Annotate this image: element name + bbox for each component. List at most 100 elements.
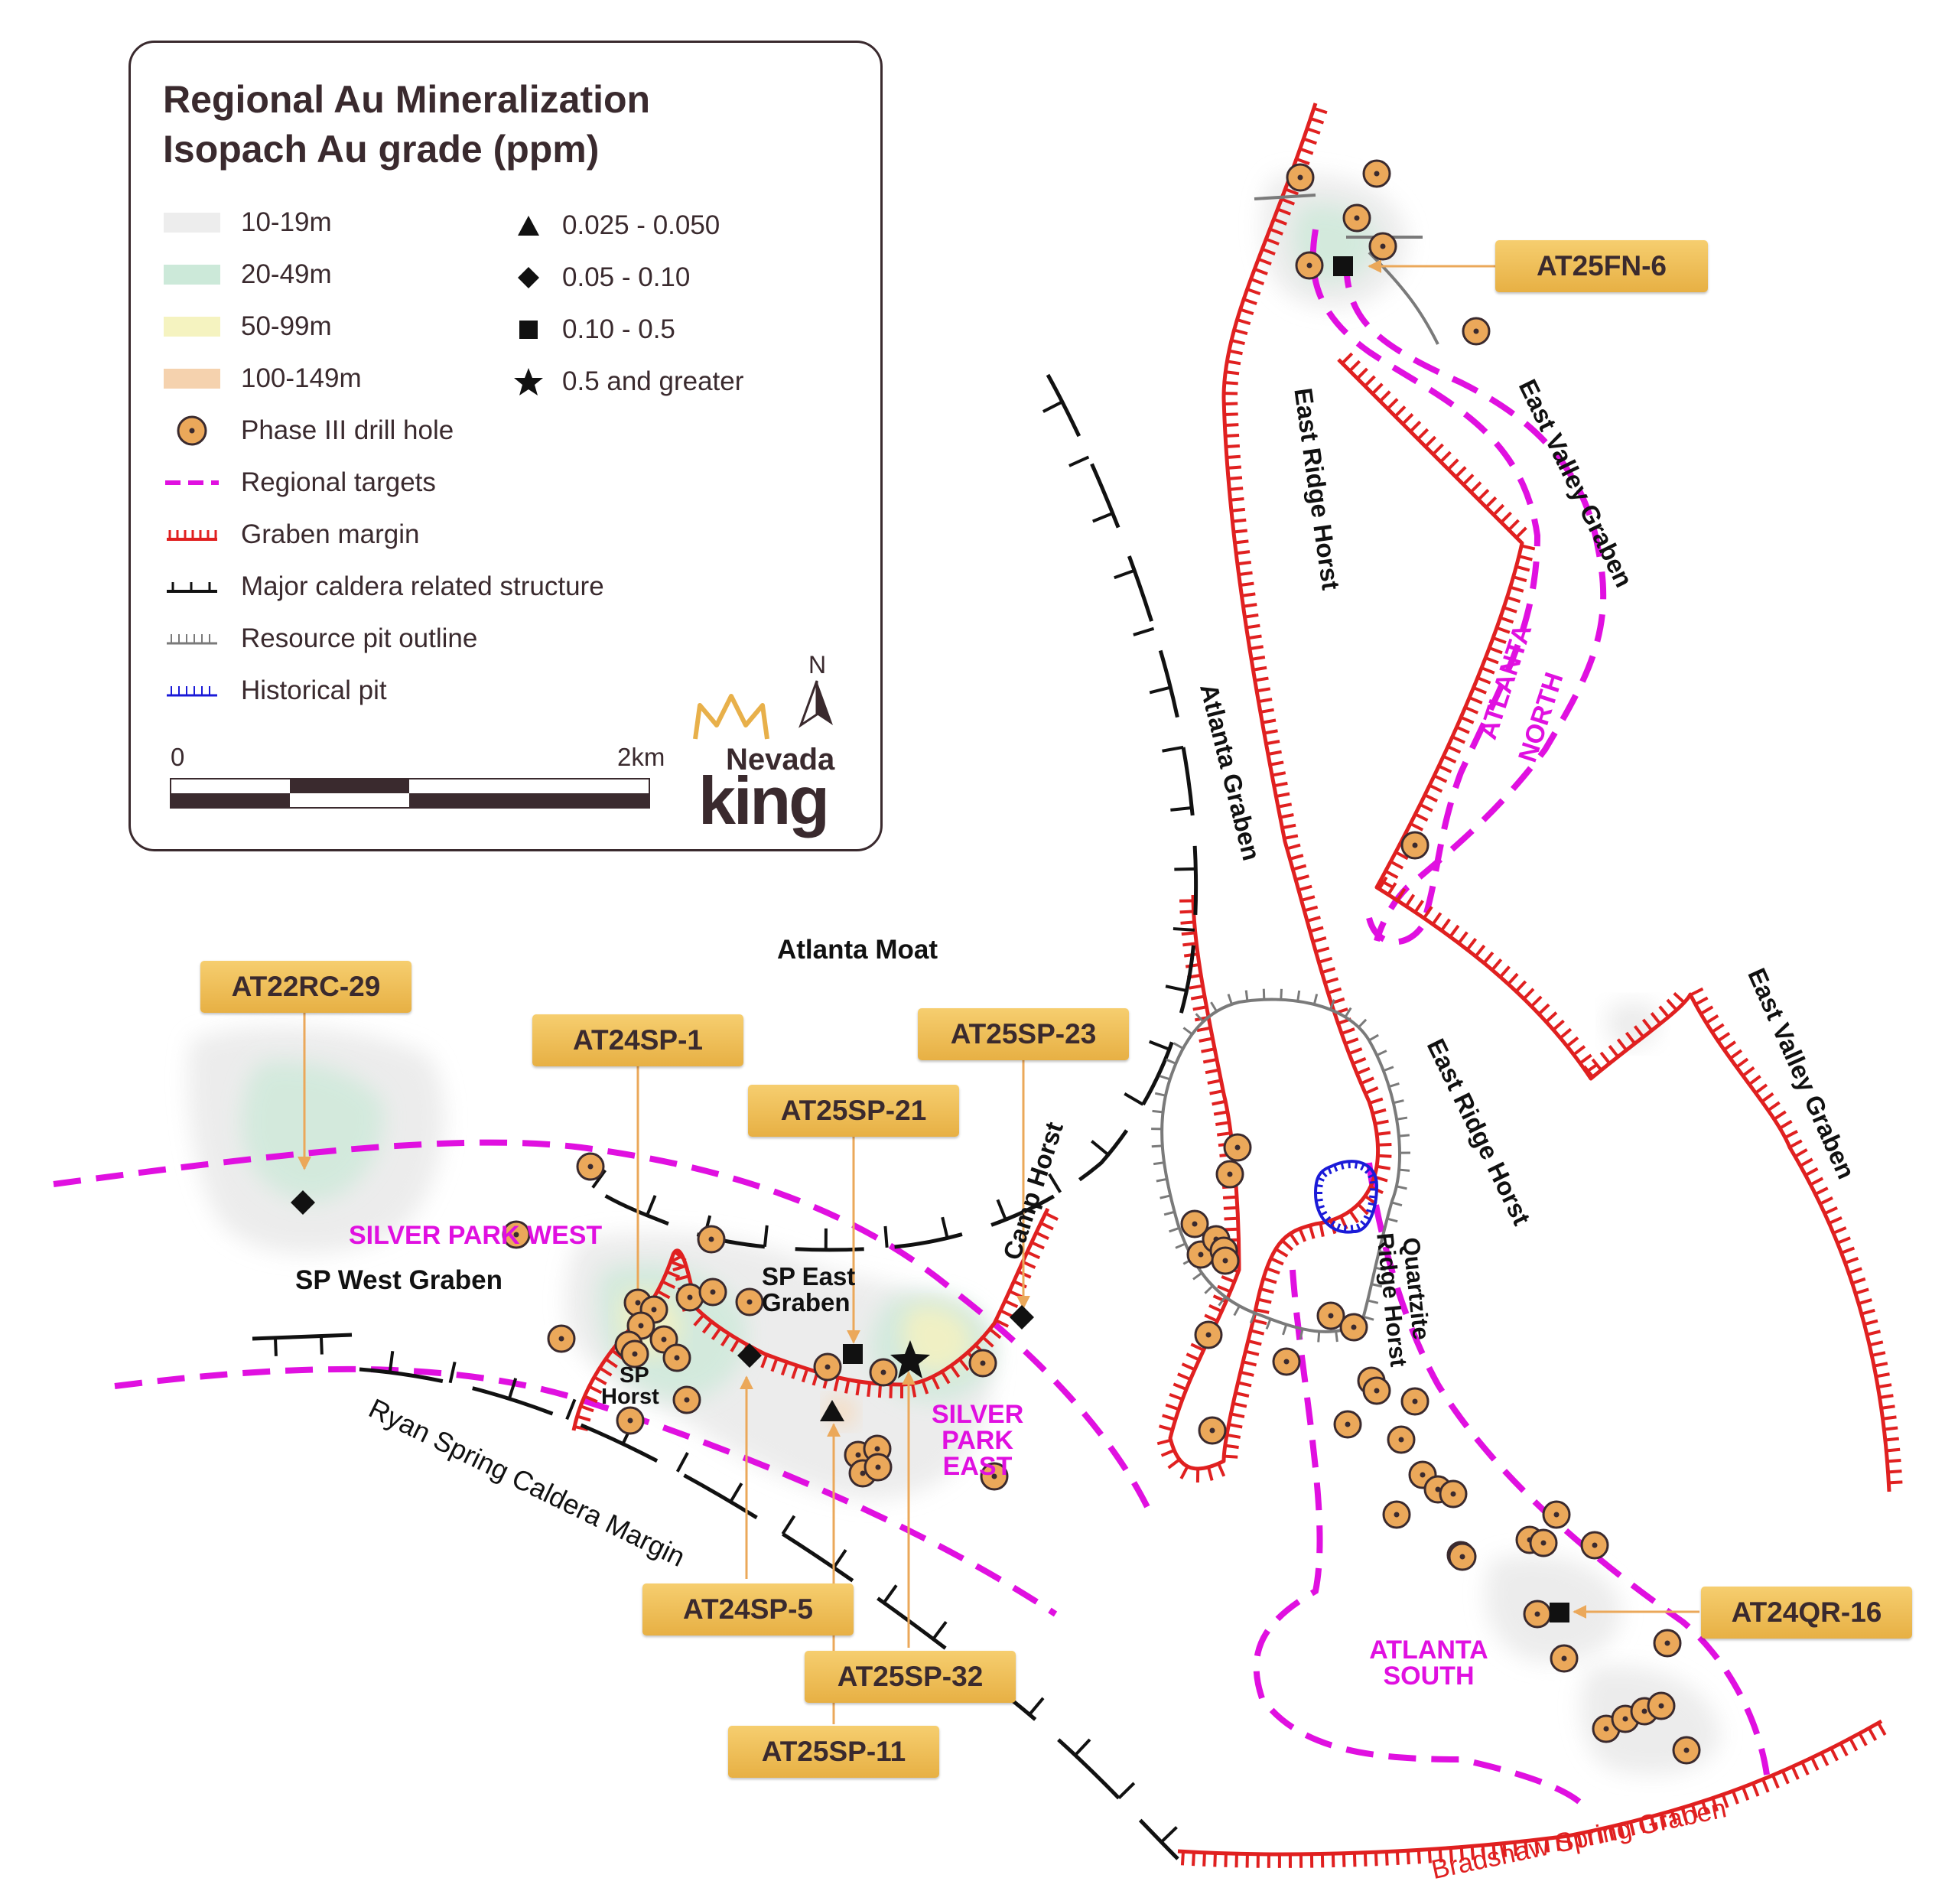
drill-hole-center [1234,1144,1241,1151]
hatch-tick [1154,1092,1166,1097]
hatch-tick [1398,1134,1410,1138]
hatch-tick [995,1319,1010,1328]
hatch-tick [1283,834,1299,840]
hatch-tick [921,1380,929,1395]
hatch-tick [584,1395,598,1404]
hatch-tick [1309,117,1325,125]
hatch-tick [1356,367,1368,380]
hatch-tick [1650,1816,1657,1831]
hatch-tick [1217,1284,1231,1294]
hatch-tick [1711,1023,1725,1033]
hatch-tick [1424,435,1436,448]
hatch-tick [1226,360,1241,366]
drill-hole-center [746,1299,753,1305]
hatch-tick [1148,1040,1170,1051]
label-sp-east-graben-1: SP East [762,1262,856,1290]
drill-hole-center [1354,215,1360,221]
hatch-tick [1705,1014,1719,1024]
hatch-tick [996,1199,1007,1221]
hatch-tick [763,1225,769,1247]
hatch-tick [1165,1058,1176,1065]
hatch-tick [1182,1027,1193,1036]
hatch-tick [1869,1340,1884,1347]
hatch-tick [1481,666,1495,675]
drill-hole-center [1283,1359,1290,1365]
hatch-tick [1068,455,1090,467]
hatch-tick [1312,994,1319,1005]
hatch-tick [1363,1315,1374,1321]
hatch-tick [1416,1850,1421,1864]
hatch-tick [1355,1223,1361,1231]
hatch-tick [1690,1804,1699,1818]
hatch-tick [1887,1458,1901,1463]
hatch-tick [1470,1846,1475,1860]
hatch-tick [1258,698,1273,704]
drill-hole-center [1345,1421,1351,1427]
hatch-tick [1779,1119,1793,1130]
hatch-tick [1212,1294,1227,1304]
hatch-tick [1788,1139,1803,1149]
hatch-tick [1350,1225,1354,1232]
hatch-tick [1447,745,1462,754]
hatch-tick [604,1357,618,1369]
target-silver-park-lower [114,1365,1058,1617]
drill-hole-center [1328,1313,1334,1319]
hatch-tick [1306,916,1321,923]
hatch-tick [1181,1362,1195,1372]
hatch-tick [1366,1209,1374,1214]
hatch-tick [730,1339,740,1352]
hatch-tick [675,1452,689,1473]
hatch-tick [1472,686,1487,695]
hatch-tick [883,1225,889,1248]
hatch-tick [1773,1110,1787,1121]
drill-hole-center [587,1164,594,1170]
hatch-tick [1800,1761,1810,1775]
hatch-tick [1309,926,1324,933]
hatch-tick [1152,1109,1163,1114]
hatch-tick [1266,1267,1280,1275]
hatch-tick [1296,990,1301,1002]
hatch-tick [1035,1231,1049,1241]
hatch-tick [1240,1370,1254,1377]
hatch-tick [1767,1101,1781,1112]
hatch-tick [1228,1423,1243,1429]
drill-hole-center [1227,1171,1233,1177]
hatch-tick [1875,1372,1890,1378]
callout-at24qr16: AT24QR-16 [1701,1587,1912,1639]
hatch-tick [1244,613,1259,619]
hatch-tick [273,1337,278,1356]
hatch-tick [1341,352,1354,365]
hatch-tick [1598,1828,1604,1844]
hatch-tick [1867,1727,1878,1741]
hatch-tick [1254,676,1269,682]
hatch-tick [1814,1186,1829,1196]
hatch-tick [1409,420,1422,433]
hatch-tick [1884,1426,1898,1431]
hatch-tick [1324,1216,1332,1222]
hatch-tick [780,1361,789,1376]
square-icon [1333,256,1353,276]
grey-hatched-line-icon [161,623,223,654]
hatch-tick [1591,1058,1603,1072]
callout-at24sp5: AT24SP-5 [642,1583,854,1635]
drill-hole-center [684,1397,690,1403]
hatch-tick [1167,1458,1181,1469]
hatch-tick [1192,1852,1195,1867]
hatch-tick [1236,318,1251,326]
hatch-tick [1295,874,1309,881]
hatch-tick [1298,1228,1307,1242]
hatch-tick [1174,867,1196,871]
hatch-tick [1210,1001,1218,1012]
hatch-tick [1608,1826,1615,1841]
hatch-tick [1324,977,1339,985]
hatch-tick [1257,1297,1272,1304]
hatch-tick [1587,1831,1594,1846]
hatch-tick [1559,1027,1573,1040]
hatch-tick [1247,288,1261,296]
hatch-tick [1500,511,1512,524]
hatch-tick [1871,1351,1886,1357]
hatch-tick [1828,1216,1843,1225]
hatch-tick [1877,1722,1887,1736]
hatch-tick [711,1326,722,1341]
